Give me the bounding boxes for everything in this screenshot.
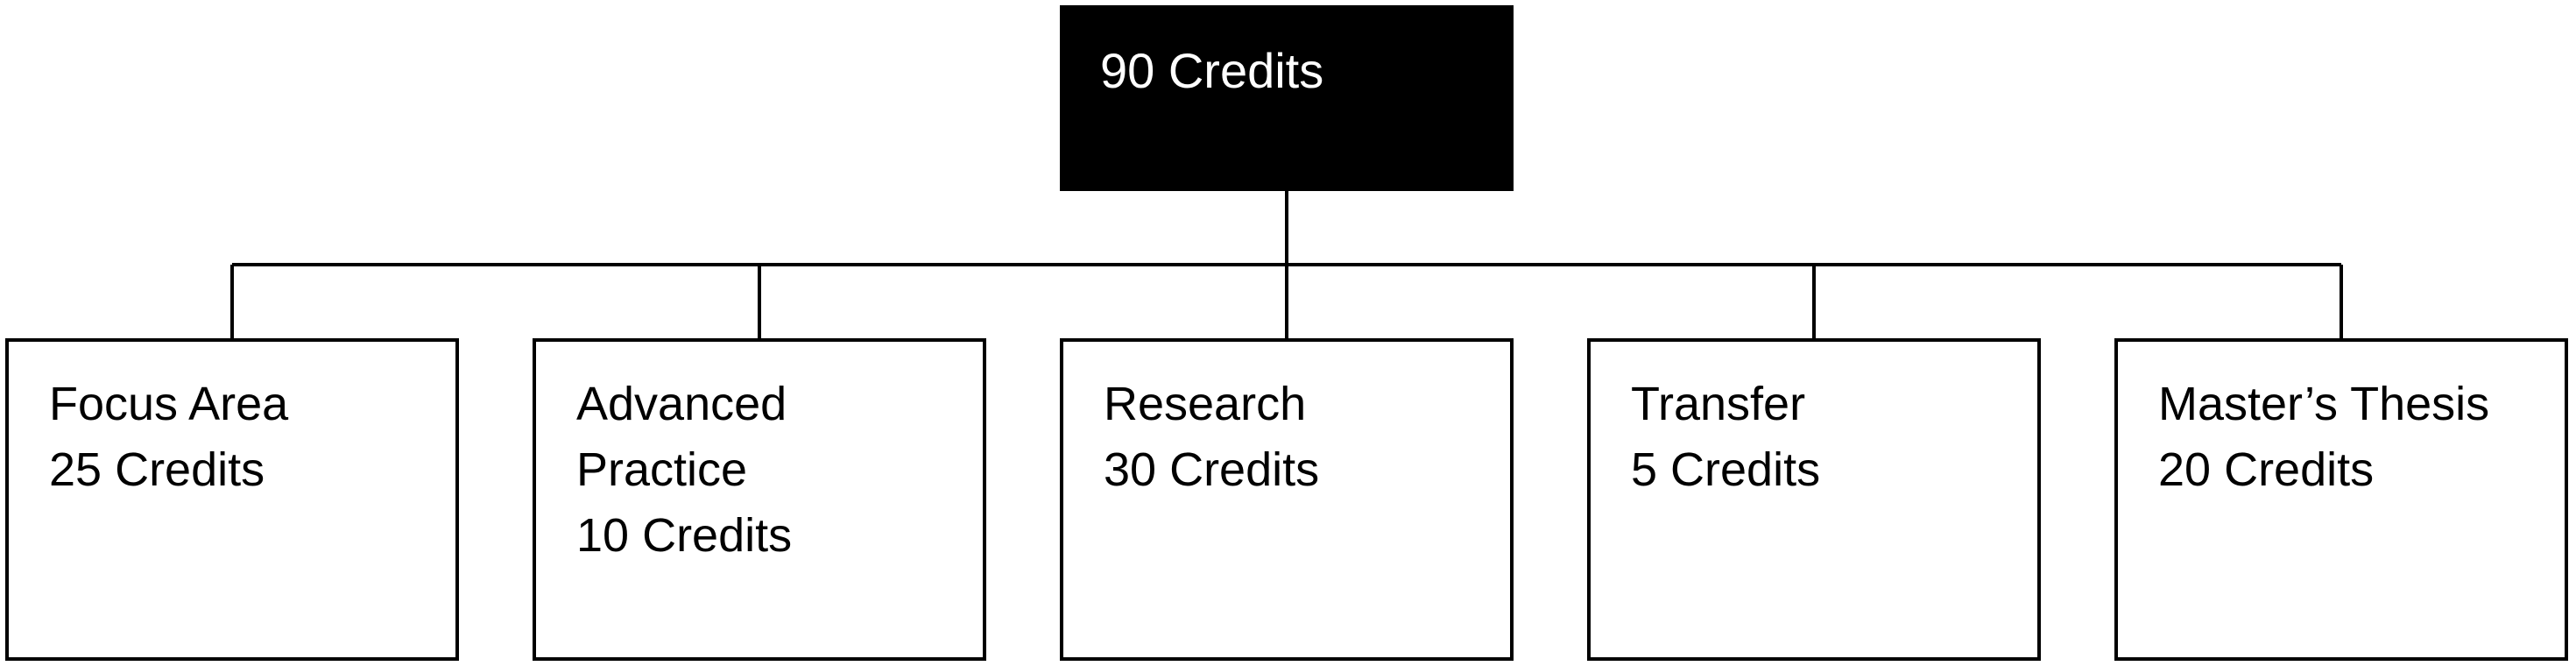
node-credits: 5 Credits (1631, 443, 1821, 496)
node-credits: 25 Credits (49, 443, 265, 496)
node-transfer: Transfer 5 Credits (1587, 338, 2041, 661)
node-credits: 30 Credits (1104, 443, 1320, 496)
node-masters-thesis: Master’s Thesis 20 Credits (2114, 338, 2568, 661)
node-text: Research 30 Credits (1104, 372, 1319, 503)
node-credits: 10 Credits (576, 509, 793, 562)
root-node-label: 90 Credits (1100, 43, 1324, 98)
node-research: Research 30 Credits (1060, 338, 1514, 661)
node-name: Master’s Thesis (2158, 378, 2490, 430)
node-name-line-2: Practice (576, 443, 748, 496)
node-text: Transfer 5 Credits (1631, 372, 1820, 503)
root-node-total-credits: 90 Credits (1060, 5, 1514, 191)
node-name: Research (1104, 378, 1307, 430)
node-text: Focus Area 25 Credits (49, 372, 288, 503)
node-text: Master’s Thesis 20 Credits (2158, 372, 2489, 503)
node-focus-area: Focus Area 25 Credits (5, 338, 459, 661)
node-name-line-1: Advanced (576, 378, 787, 430)
node-text: Advanced Practice 10 Credits (576, 372, 792, 569)
node-name: Transfer (1631, 378, 1806, 430)
node-name: Focus Area (49, 378, 289, 430)
node-advanced-practice: Advanced Practice 10 Credits (533, 338, 986, 661)
node-credits: 20 Credits (2158, 443, 2375, 496)
